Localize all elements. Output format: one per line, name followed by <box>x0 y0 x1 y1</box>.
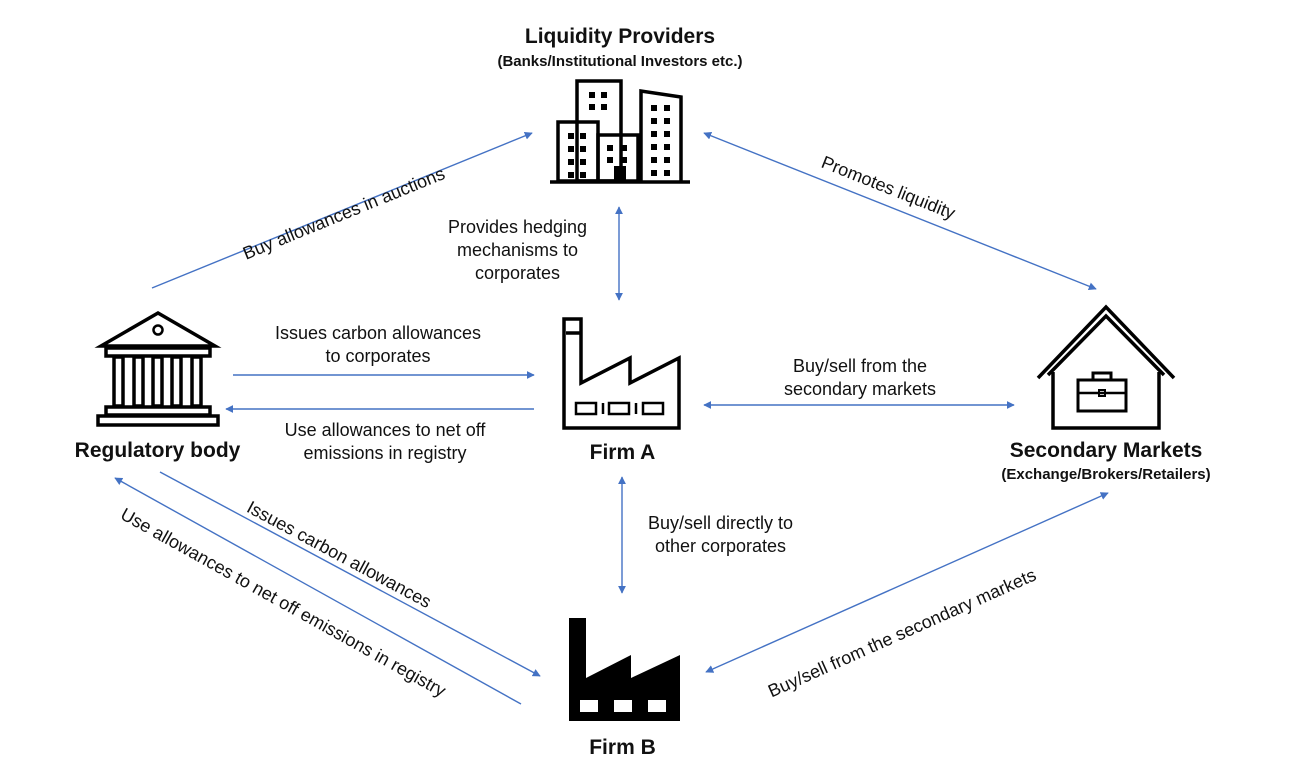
arrow-regulator-to-liquidity <box>151 132 533 289</box>
edge-label-issues-to-corporates: Issues carbon allowances to corporates <box>274 323 482 366</box>
edge-label-hedging: Provides hedging mechanisms to corporate… <box>447 217 588 283</box>
house-briefcase-icon <box>1036 304 1176 430</box>
factory-icon <box>562 317 681 430</box>
firm-b-title: Firm B <box>589 736 656 759</box>
edge-label-net-off-registry: Use allowances to net off emissions in r… <box>284 420 486 463</box>
arrow-firmb-secondary <box>705 492 1109 673</box>
arrow-liquidity-secondary <box>703 131 1097 291</box>
factory-filled-icon <box>569 618 680 721</box>
edge-label-firma-secondary: Buy/sell from the secondary markets <box>783 356 937 399</box>
arrow-firmb-to-regulator <box>114 477 522 705</box>
secondary-markets-title: Secondary Markets <box>1009 439 1203 462</box>
buildings-icon <box>550 79 690 184</box>
edge-label-firma-firmb: Buy/sell directly to other corporates <box>647 513 794 556</box>
firm-a-title: Firm A <box>589 441 656 464</box>
liquidity-providers-subtitle: (Banks/Institutional Investors etc.) <box>497 53 743 70</box>
arrow-regulator-to-firmb <box>159 471 541 677</box>
secondary-markets-subtitle: (Exchange/Brokers/Retailers) <box>1001 466 1211 483</box>
regulatory-body-title: Regulatory body <box>74 439 241 462</box>
liquidity-providers-title: Liquidity Providers <box>524 25 716 48</box>
bank-icon <box>94 310 222 427</box>
